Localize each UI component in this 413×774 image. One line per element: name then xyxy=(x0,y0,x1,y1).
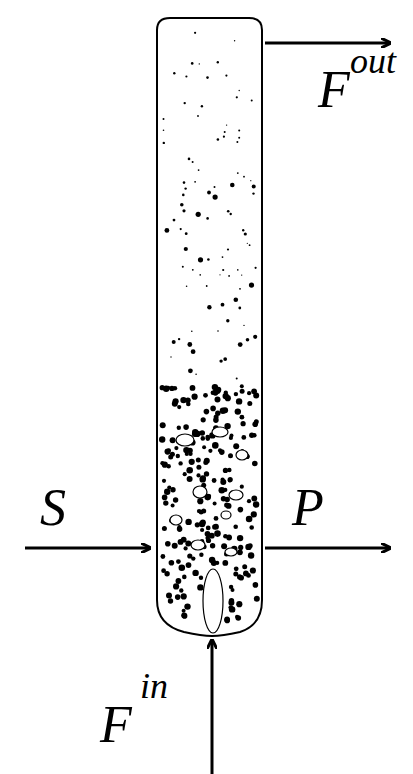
flow-superscript: out xyxy=(350,43,396,79)
particles xyxy=(159,32,260,624)
gas-bubbles xyxy=(170,427,248,633)
stream-symbol: S xyxy=(40,482,66,534)
flow-superscript: in xyxy=(140,668,168,704)
reactor-column xyxy=(157,18,262,636)
flow-symbol: F xyxy=(318,64,350,116)
flow-symbol: F xyxy=(100,699,132,751)
flow-arrows xyxy=(25,43,390,774)
stream-symbol: P xyxy=(292,482,324,534)
